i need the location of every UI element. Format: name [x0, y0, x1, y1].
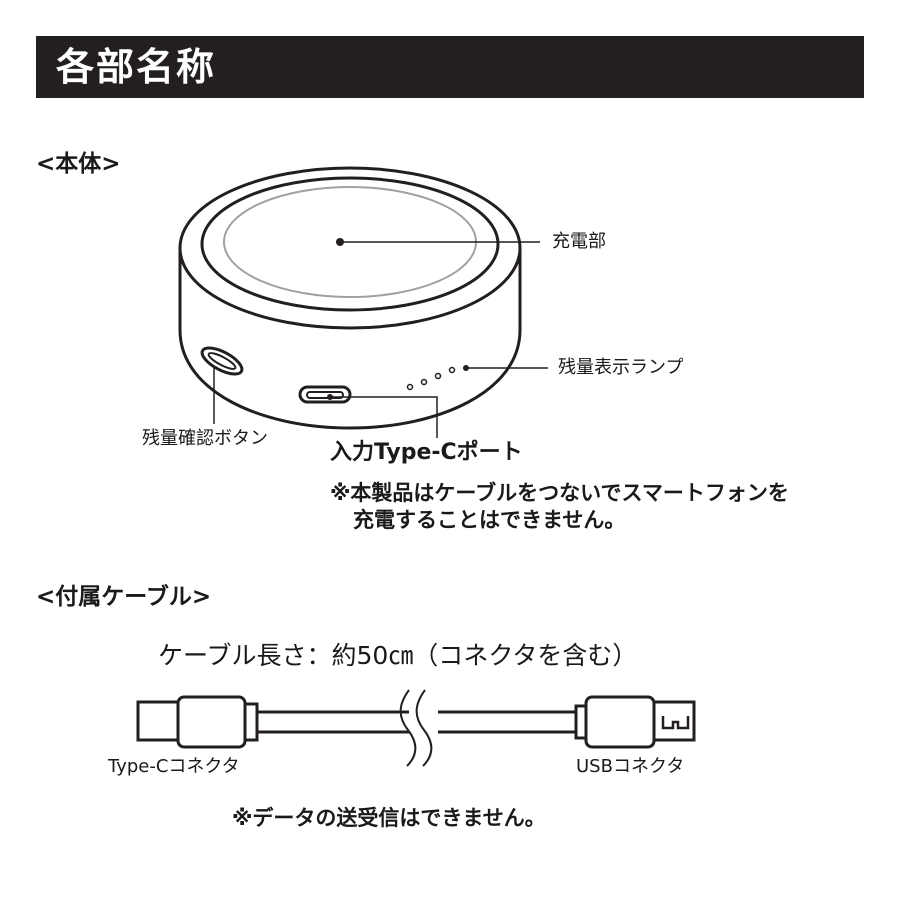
section-heading-main-unit: <本体> — [36, 151, 121, 177]
type-c-port — [298, 385, 352, 404]
cable-length-text: ケーブル長さ：約50㎝（コネクタを含む） — [158, 641, 638, 670]
header-bar: 各部名称 — [36, 36, 864, 98]
device-top-outer — [178, 166, 522, 330]
label-battery-indicator-lamp: 残量表示ランプ — [558, 357, 684, 378]
note-line-1: ※本製品はケーブルをつないでスマートフォンを — [330, 481, 789, 505]
usb-connector — [574, 695, 696, 749]
device-side-wall — [178, 248, 522, 430]
label-battery-check-button: 残量確認ボタン — [142, 428, 268, 449]
device-top-inner-ring — [200, 176, 500, 312]
cable-break-marks — [399, 689, 433, 767]
note-no-data-transfer: ※データの送受信はできません。 — [232, 806, 546, 830]
page-title: 各部名称 — [56, 45, 217, 89]
type-c-connector — [136, 695, 259, 749]
label-type-c-connector: Type-Cコネクタ — [108, 756, 240, 777]
section-heading-cable: <付属ケーブル> — [36, 584, 212, 610]
leader-line-input-port — [330, 396, 438, 438]
cable-body — [257, 710, 576, 734]
battery-check-button — [200, 346, 244, 376]
label-input-port: 入力Type-Cポート — [330, 440, 523, 465]
battery-indicator-lamps — [406, 366, 456, 391]
label-usb-connector: USBコネクタ — [576, 756, 685, 777]
note-line-2: 充電することはできません。 — [353, 508, 626, 532]
label-charging-area: 充電部 — [552, 231, 606, 252]
